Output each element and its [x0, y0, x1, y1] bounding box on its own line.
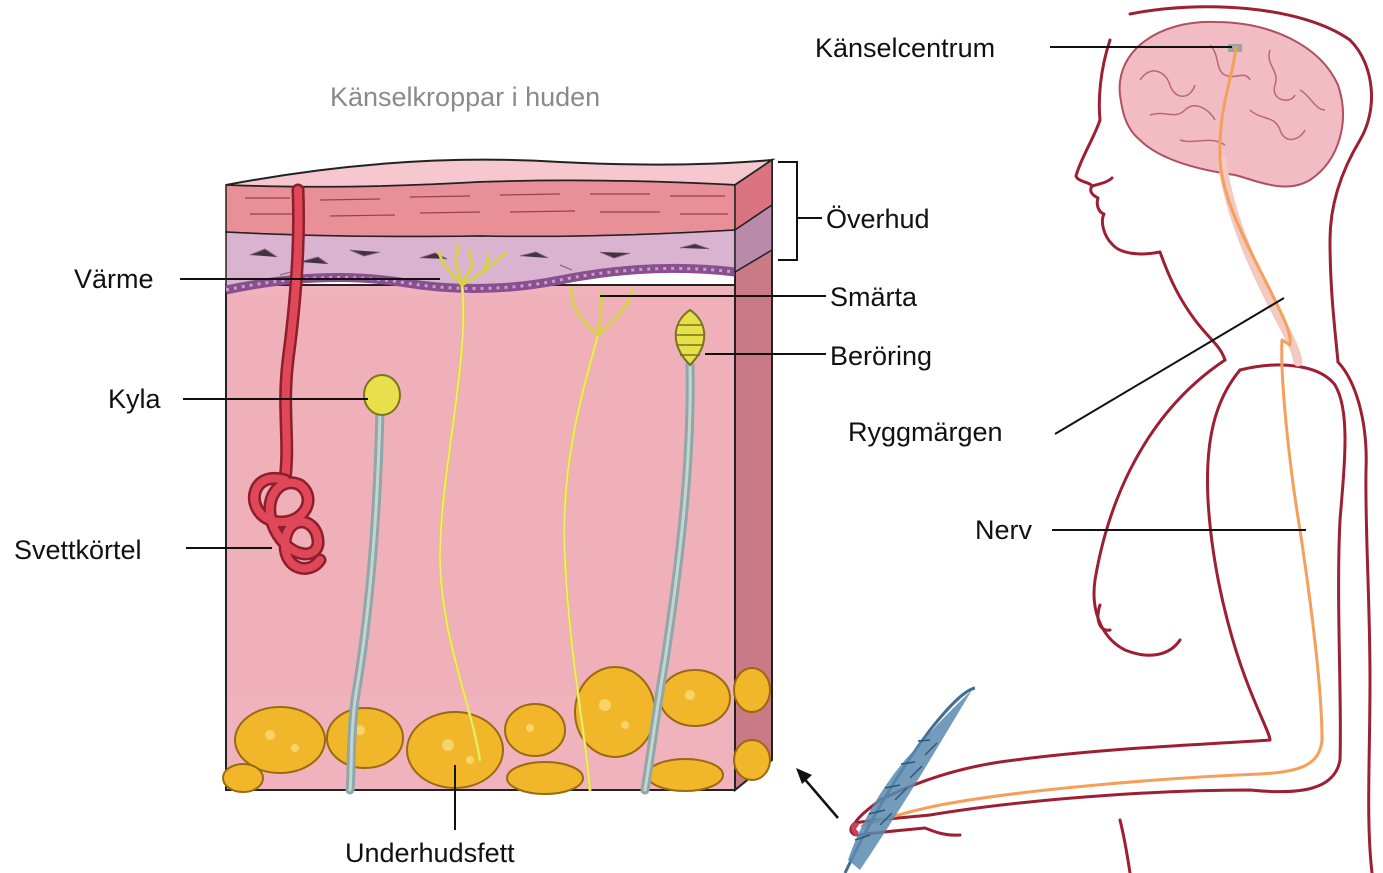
- label-beroring: Beröring: [830, 341, 932, 371]
- lips: [1092, 178, 1112, 186]
- label-underhudsfett: Underhudsfett: [345, 838, 515, 868]
- cold-receptor: [364, 375, 400, 415]
- torso-front: [1094, 360, 1225, 655]
- label-kyla: Kyla: [108, 384, 162, 414]
- label-ryggmargen: Ryggmärgen: [848, 417, 1003, 447]
- lower-torso: [1120, 820, 1130, 873]
- diagram-title: Känselkroppar i huden: [330, 82, 600, 112]
- feather: [845, 688, 975, 873]
- label-svettkortel: Svettkörtel: [14, 535, 142, 565]
- label-overhud: Överhud: [826, 204, 930, 234]
- spinal-cord: [1222, 160, 1298, 362]
- label-smarta: Smärta: [830, 282, 918, 312]
- fingertip: [854, 825, 859, 834]
- overhud-bracket: [778, 162, 797, 260]
- label-kanselcentrum: Känselcentrum: [815, 33, 995, 63]
- neck-front: [1160, 252, 1225, 360]
- leader-ryggmargen: [1055, 298, 1284, 434]
- back-outline: [1338, 362, 1372, 873]
- label-varme: Värme: [74, 264, 154, 294]
- label-nerv: Nerv: [975, 515, 1033, 545]
- skin-cross-section: [223, 160, 797, 794]
- arrow-icon: [796, 768, 838, 818]
- nipple: [1098, 605, 1110, 630]
